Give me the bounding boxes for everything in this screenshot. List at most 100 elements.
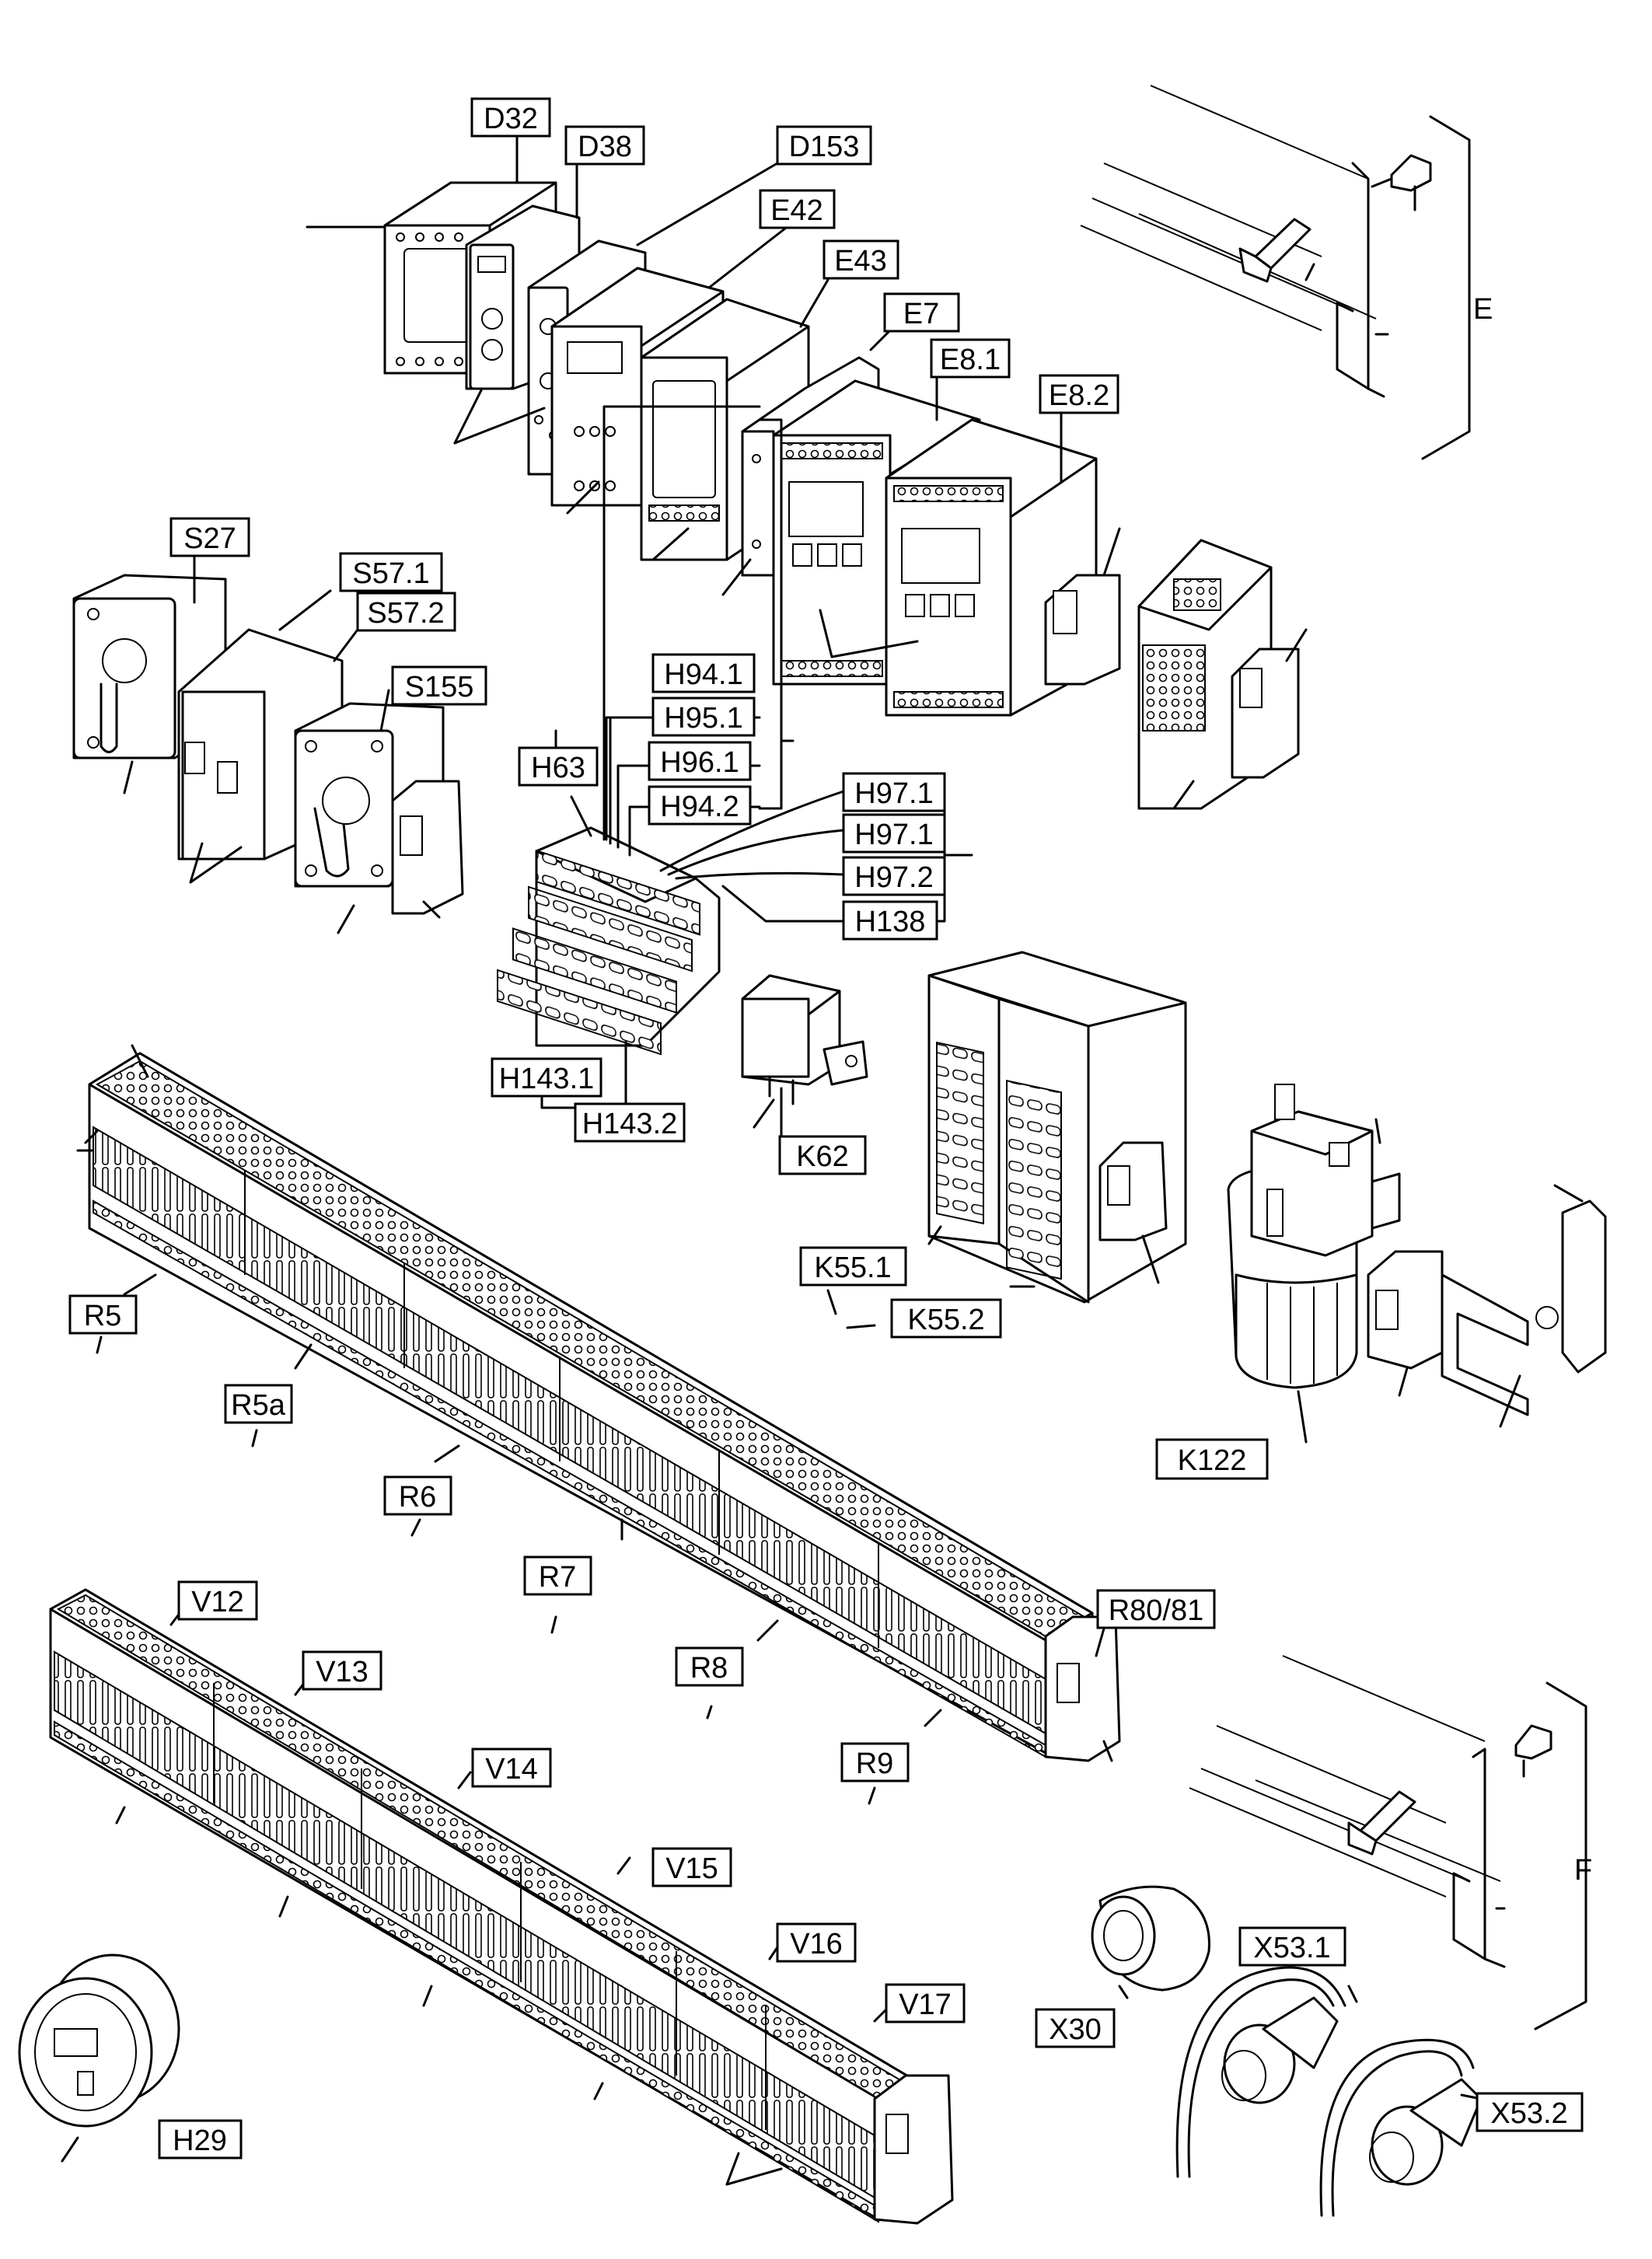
svg-text:E42: E42 xyxy=(770,194,823,227)
svg-text:R6: R6 xyxy=(399,1481,437,1514)
label-e8-1: E8.1 xyxy=(930,338,1011,379)
label-d153: D153 xyxy=(776,125,872,166)
svg-text:K55.1: K55.1 xyxy=(814,1252,891,1284)
label-s57-2: S57.2 xyxy=(356,592,456,632)
svg-text:H143.1: H143.1 xyxy=(499,1063,595,1095)
switch-s155 xyxy=(294,689,464,934)
label-k55-2: K55.2 xyxy=(890,1298,1002,1339)
label-r9: R9 xyxy=(840,1742,910,1782)
svg-text:E7: E7 xyxy=(903,298,939,330)
din-rail-f xyxy=(1189,1655,1587,2030)
label-h97-1a: H97.1 xyxy=(842,772,946,812)
label-v15: V15 xyxy=(651,1847,732,1887)
svg-text:R9: R9 xyxy=(856,1747,894,1780)
svg-text:S57.1: S57.1 xyxy=(352,557,429,590)
svg-text:E8.1: E8.1 xyxy=(940,344,1001,376)
svg-text:V17: V17 xyxy=(899,1988,952,2021)
end-clamp-top xyxy=(1044,574,1121,686)
terminal-strip-r xyxy=(76,1044,1121,1805)
label-r7: R7 xyxy=(523,1555,592,1596)
svg-text:V13: V13 xyxy=(316,1656,368,1688)
svg-text:X30: X30 xyxy=(1049,2013,1102,2046)
label-h97-2: H97.2 xyxy=(842,856,946,896)
svg-text:X53.1: X53.1 xyxy=(1253,1932,1330,1964)
plug-x30 xyxy=(1091,1885,1210,1999)
svg-text:E43: E43 xyxy=(834,245,887,278)
label-s57-1: S57.1 xyxy=(339,552,443,592)
svg-text:K55.2: K55.2 xyxy=(907,1304,984,1336)
label-d32: D32 xyxy=(470,97,551,138)
label-v14: V14 xyxy=(471,1747,552,1788)
svg-text:R7: R7 xyxy=(539,1561,577,1594)
label-h143-2: H143.2 xyxy=(574,1102,686,1143)
label-r6: R6 xyxy=(383,1475,452,1516)
svg-text:R80/81: R80/81 xyxy=(1109,1594,1204,1627)
svg-text:R8: R8 xyxy=(690,1652,728,1685)
svg-text:K122: K122 xyxy=(1178,1444,1247,1477)
label-e: E xyxy=(1473,293,1493,326)
svg-text:D153: D153 xyxy=(789,131,860,163)
label-k62: K62 xyxy=(778,1135,867,1175)
terminal-strip-v xyxy=(49,1588,954,2225)
label-x30: X30 xyxy=(1035,2008,1116,2048)
svg-text:V14: V14 xyxy=(485,1753,538,1786)
gauge-h29 xyxy=(18,1953,180,2163)
cable-x53 xyxy=(1175,1966,1483,2217)
svg-text:V16: V16 xyxy=(790,1928,843,1960)
label-v12: V12 xyxy=(177,1580,258,1621)
label-k55-1: K55.1 xyxy=(799,1246,907,1287)
svg-text:H63: H63 xyxy=(531,752,585,784)
label-h97-1b: H97.1 xyxy=(842,813,946,854)
label-r5a: R5a xyxy=(224,1384,293,1424)
svg-text:H97.1: H97.1 xyxy=(854,819,933,851)
contactor-e42 xyxy=(550,267,725,507)
label-e43: E43 xyxy=(823,239,899,280)
label-h143-1: H143.1 xyxy=(491,1057,602,1098)
label-x53-2: X53.2 xyxy=(1476,2092,1584,2132)
svg-text:H94.1: H94.1 xyxy=(664,658,742,691)
svg-text:E8.2: E8.2 xyxy=(1049,379,1109,412)
svg-text:S57.2: S57.2 xyxy=(367,597,444,630)
svg-text:H138: H138 xyxy=(855,906,926,938)
label-e42: E42 xyxy=(759,189,836,229)
label-s155: S155 xyxy=(391,665,487,706)
label-k122: K122 xyxy=(1155,1438,1269,1480)
svg-text:H29: H29 xyxy=(173,2125,227,2157)
svg-text:R5: R5 xyxy=(84,1300,122,1332)
label-h96-1: H96.1 xyxy=(648,741,752,781)
diode-terminal-block-h xyxy=(497,826,721,1056)
svg-text:H97.1: H97.1 xyxy=(854,777,933,810)
svg-text:H94.2: H94.2 xyxy=(660,791,739,823)
svg-text:H96.1: H96.1 xyxy=(660,746,739,779)
relay-k62 xyxy=(741,974,868,1136)
label-v13: V13 xyxy=(302,1650,382,1691)
label-h29: H29 xyxy=(158,2119,243,2159)
label-x53-1: X53.1 xyxy=(1238,1926,1346,1967)
din-rail-e xyxy=(1080,85,1471,460)
panel-meter-e8-2 xyxy=(885,418,1098,717)
label-s27: S27 xyxy=(169,517,250,557)
svg-text:R5a: R5a xyxy=(231,1389,286,1422)
label-v17: V17 xyxy=(885,1983,966,2023)
svg-text:S155: S155 xyxy=(405,671,474,704)
svg-text:S27: S27 xyxy=(183,522,236,555)
svg-text:D32: D32 xyxy=(484,103,538,135)
label-e8-2: E8.2 xyxy=(1039,374,1119,414)
label-h95-1: H95.1 xyxy=(651,697,756,737)
label-v16: V16 xyxy=(776,1922,857,1963)
svg-text:H143.2: H143.2 xyxy=(582,1108,678,1140)
svg-text:V15: V15 xyxy=(665,1852,718,1885)
label-h94-1: H94.1 xyxy=(651,653,756,693)
label-h63: H63 xyxy=(518,746,599,787)
label-d38: D38 xyxy=(564,125,645,166)
label-h138: H138 xyxy=(842,900,938,941)
label-r80-81: R80/81 xyxy=(1096,1589,1216,1629)
end-clamp-top-2 xyxy=(1231,648,1300,779)
label-f: F xyxy=(1574,1854,1592,1887)
svg-text:H97.2: H97.2 xyxy=(854,861,933,894)
svg-text:H95.1: H95.1 xyxy=(664,702,742,735)
label-r8: R8 xyxy=(675,1646,744,1687)
svg-text:K62: K62 xyxy=(796,1140,849,1173)
